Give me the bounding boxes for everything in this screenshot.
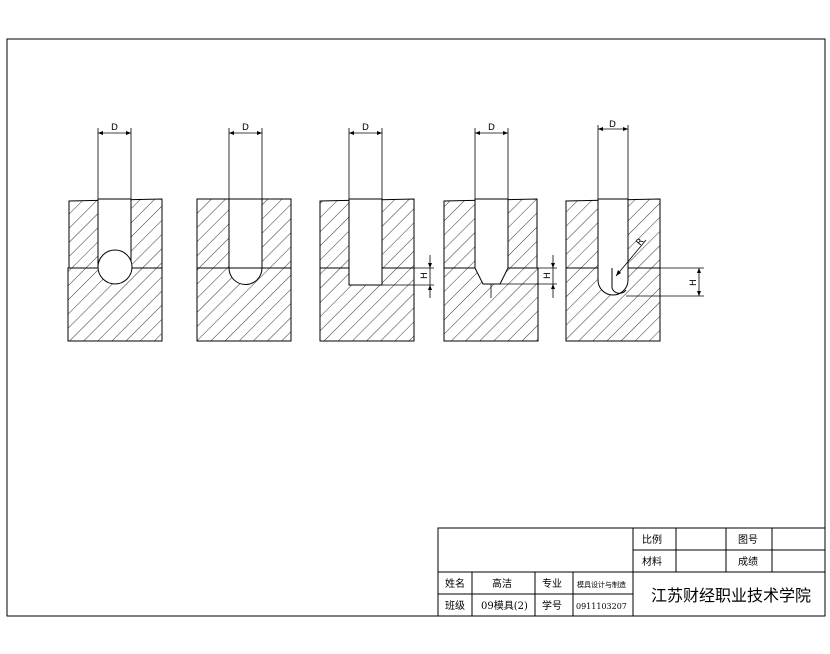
fig2-arrow-right xyxy=(257,131,262,135)
fig5-pin-shaft xyxy=(597,198,629,296)
tb-name-value: 高洁 xyxy=(492,577,512,590)
fig3-arrow-left xyxy=(349,131,354,135)
figure-1-ball-joint: D xyxy=(67,123,163,342)
tb-material-label: 材料 xyxy=(642,555,662,568)
tb-major-label: 专业 xyxy=(542,577,562,590)
tb-student-no-label: 学号 xyxy=(542,599,562,612)
title-block: 比例 图号 材料 成绩 姓名 高洁 专业 模具设计与制造 班级 09模具(2) … xyxy=(437,527,826,617)
fig2-pin-shaft xyxy=(228,198,263,269)
tb-school-name: 江苏财经职业技术学院 xyxy=(651,586,811,605)
fig5-radius-leader xyxy=(615,239,647,277)
tb-scale-label: 比例 xyxy=(642,533,662,546)
fig4-h-arrow-bottom xyxy=(551,284,555,289)
figure-3-flat-pin: D H xyxy=(319,123,434,342)
fig1-ball xyxy=(97,249,133,285)
figure-4-cone-pin: D H xyxy=(443,123,557,342)
fig3-lower-block xyxy=(319,267,415,342)
fig5-h-label: H xyxy=(689,279,699,286)
fig5-arrow-right xyxy=(623,127,628,131)
fig4-arrow-left xyxy=(475,131,480,135)
fig4-pin-shaft xyxy=(474,198,509,285)
fig5-arrow-left xyxy=(598,127,603,131)
sheet-border xyxy=(6,38,826,617)
tb-student-no-value: 0911103207 xyxy=(576,602,627,611)
fig3-h-arrow-top xyxy=(428,263,432,268)
fig5-radius-label: R xyxy=(635,237,647,248)
fig3-h-label: H xyxy=(420,272,430,279)
fig1-arrow-left xyxy=(98,131,103,135)
fig3-pin-shaft xyxy=(348,198,383,286)
fig2-dim-label: D xyxy=(242,123,249,133)
fig2-arrow-left xyxy=(229,131,234,135)
fig2-hemisphere xyxy=(228,267,263,285)
fig5-radius-arrow xyxy=(616,270,621,276)
tb-class-label: 班级 xyxy=(445,600,465,612)
tb-grade-label: 成绩 xyxy=(738,555,758,568)
fig4-arrow-right xyxy=(503,131,508,135)
fig3-dim-label: D xyxy=(362,123,369,133)
figure-5-rounded-pin: D R H xyxy=(565,120,704,342)
tb-class-value: 09模具(2) xyxy=(481,600,528,612)
fig4-h-label: H xyxy=(543,272,553,279)
fig4-h-arrow-top xyxy=(551,263,555,268)
fig4-dim-label: D xyxy=(488,123,495,133)
fig3-arrow-right xyxy=(377,131,382,135)
fig1-dim-label: D xyxy=(111,123,118,133)
tb-name-label: 姓名 xyxy=(445,577,465,590)
fig5-h-arrow-top xyxy=(697,268,701,273)
fig5-dim-label: D xyxy=(609,120,616,130)
fig3-h-arrow-bottom xyxy=(428,285,432,290)
fig5-h-arrow-bottom xyxy=(697,291,701,296)
tb-major-value: 模具设计与制造 xyxy=(577,580,626,589)
tb-drawing-no-label: 图号 xyxy=(738,534,758,546)
figure-2-hemisphere-pin: D xyxy=(196,123,292,342)
fig1-arrow-right xyxy=(126,131,131,135)
fig5-tip-pocket xyxy=(611,268,627,294)
